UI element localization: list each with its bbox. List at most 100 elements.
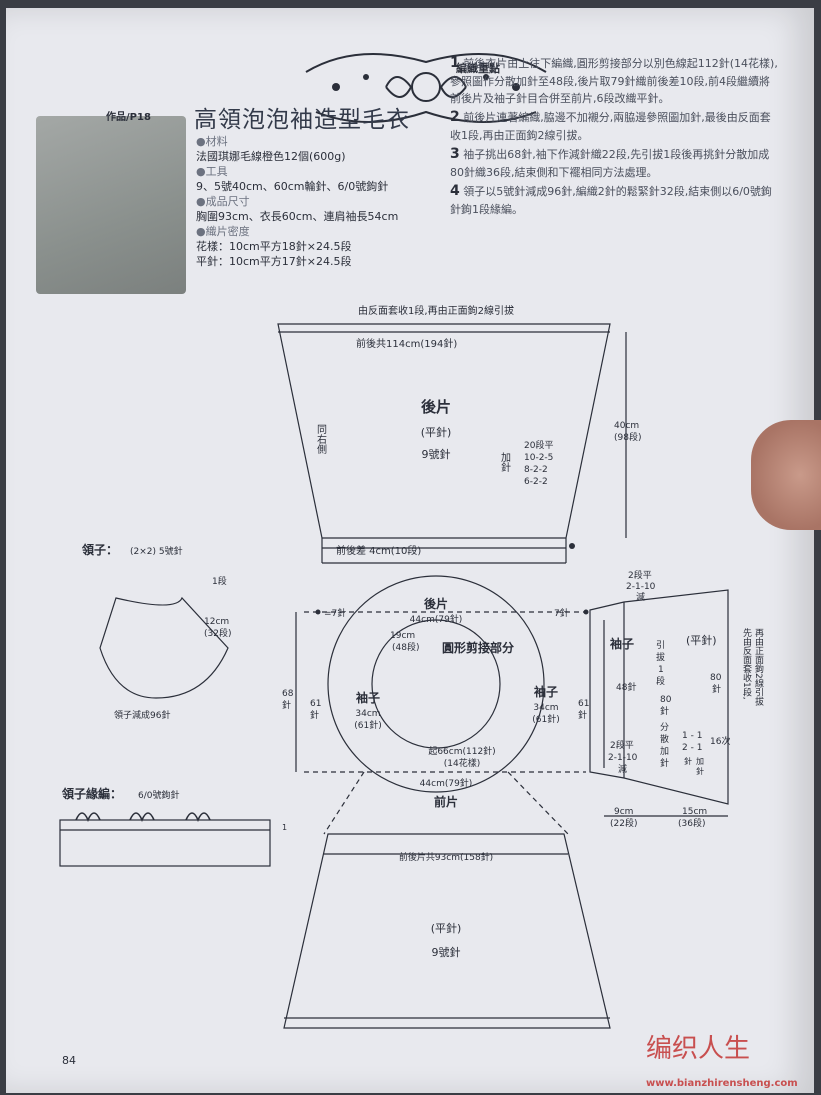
yoke-sleeve-left: 袖子 — [356, 690, 380, 705]
yoke-sleeve-left-size: 34cm — [355, 709, 380, 719]
sleeve-dec: 減 — [618, 763, 627, 775]
step-3: 3 袖子挑出68針,袖下作減針織22段,先引拔1段後再挑針分散加成80針織36段… — [450, 146, 770, 179]
back-increase-row: 10-2-5 — [524, 453, 553, 463]
yoke-left-68: 68 — [282, 689, 294, 699]
sleeve-pickup: 1 — [658, 665, 664, 675]
sleeve-inc-small: 加 — [696, 756, 704, 766]
back-name: 後片 — [420, 398, 451, 416]
sleeve-dec: 2段平 — [610, 739, 634, 751]
sleeve-w2-rows: (36段) — [678, 817, 705, 829]
pattern-diagram: 由反面套收1段,再由正面鉤2線引拔 前後共114cm(194針) 後片 (平針)… — [59, 304, 764, 1029]
collar-title: 領子： — [81, 542, 118, 557]
yoke-right-61-unit: 針 — [578, 709, 587, 721]
collar-spec: (2×2) 5號針 — [130, 545, 183, 557]
yoke-left-68-unit: 針 — [282, 699, 291, 711]
dot-marker — [583, 609, 589, 615]
sleeve-inc: 加 — [660, 746, 669, 757]
materials-value: 法國琪娜毛線橙色12個(600g) — [196, 150, 346, 163]
yoke-back-size: 44cm(79針) — [410, 613, 463, 625]
instructions: 1 前後衣片由上往下編織,圓形剪接部分以別色線起112針(14花樣),參照圖作分… — [450, 54, 780, 219]
step-1: 1 前後衣片由上往下編織,圓形剪接部分以別色線起112針(14花樣),參照圖作分… — [450, 55, 778, 88]
sleeve-name: 袖子 — [610, 636, 634, 651]
sleeve-right-note: 再由正面鉤2線引拔 — [753, 628, 764, 707]
sleeve-pickup: 拔 — [656, 651, 665, 663]
sleeve-48: 48針 — [616, 681, 636, 693]
size-heading: ●成品尺寸 — [196, 195, 250, 208]
back-stitch: (平針) — [421, 425, 452, 439]
yoke-sleeve-right: 袖子 — [534, 684, 558, 699]
sleeve-stitch: (平針) — [686, 633, 717, 647]
yoke-cast-on: 起66cm(112針) — [428, 745, 495, 757]
yoke-front-size: 44cm(79針) — [420, 777, 473, 789]
watermark-logo: 编织人生 — [646, 1034, 751, 1064]
magazine-page: 作品/P18 高領泡泡袖造型毛衣 編織重點 ●材料 法國琪娜毛線橙色12個(60… — [6, 8, 814, 1093]
skirt-needle: 9號針 — [432, 945, 461, 959]
sleeve-dec: 2-1-10 — [608, 753, 638, 763]
sleeve-w2: 15cm — [682, 807, 707, 817]
sleeve-inc-row: 2 - 1 — [682, 743, 702, 753]
sleeve-pickup: 段 — [656, 675, 665, 687]
sleeve-pickup: 引 — [656, 640, 665, 651]
back-top-note: 由反面套收1段,再由正面鉤2線引拔 — [358, 304, 514, 317]
back-increase-label: 加針 — [499, 452, 511, 473]
gauge-plain: 平針：10cm平方17針×24.5段 — [196, 255, 352, 268]
gauge-pattern: 花樣：10cm平方18針×24.5段 — [196, 240, 352, 253]
gauge-heading: ●織片密度 — [196, 225, 250, 238]
back-increase-row: 20段平 — [524, 439, 553, 451]
step-1-cont: 前後片及袖子針目合併至前片,6段改織平針。 — [450, 92, 670, 105]
yoke-back-label: 後片 — [424, 596, 448, 611]
dot-marker — [569, 543, 575, 549]
page-number: 84 — [62, 1054, 76, 1067]
yoke-left-61: 61 — [310, 699, 321, 709]
section-tag: 編織重點 — [456, 62, 500, 75]
sleeve-80b: 80 — [710, 673, 722, 683]
back-increase-row: 8-2-2 — [524, 465, 548, 475]
yoke-front-label: 前片 — [434, 794, 458, 809]
sleeve-right-note: 先由反面套收1段, — [741, 627, 752, 700]
size-value: 胸圍93cm、衣長60cm、連肩袖長54cm — [196, 210, 399, 223]
back-height: 40cm — [614, 421, 639, 431]
yoke-right-61: 61 — [578, 699, 589, 709]
yoke-sleeve-right-st: (61針) — [532, 713, 559, 725]
sleeve-inc: 針 — [660, 757, 669, 769]
sleeve-inc-small: 針 — [696, 766, 704, 776]
sleeve-inc: 分 — [660, 722, 669, 733]
back-height-rows: (98段) — [614, 431, 641, 443]
yoke-left-61-unit: 針 — [310, 709, 319, 721]
sleeve-top-note: 2段平 — [628, 569, 652, 581]
skirt-width: 前後片共93cm(158針) — [399, 851, 493, 863]
step-2: 2 前後片連著編織,脇邊不加襯分,兩脇邊參照圖加針,最後由反面套收1段,再由正面… — [450, 109, 771, 142]
sleeve-w1-rows: (22段) — [610, 817, 637, 829]
photo-tag: 作品/P18 — [106, 112, 151, 123]
ornament-decoration — [305, 53, 547, 123]
yoke-name: 圓形剪接部分 — [442, 640, 514, 655]
back-side-note: 同右側 — [315, 424, 327, 454]
materials-heading: ●材料 — [196, 135, 228, 148]
sleeve-inc-row: 1 - 1 — [682, 731, 702, 741]
sleeve-top-note: 2-1-10 — [626, 582, 656, 592]
dot-marker — [315, 609, 321, 615]
back-width: 前後共114cm(194針) — [356, 337, 457, 350]
skirt-stitch: (平針) — [431, 921, 462, 935]
sleeve-inc-times: 16次 — [710, 735, 730, 747]
sweater-photo — [36, 116, 186, 294]
tools-heading: ●工具 — [196, 165, 228, 178]
page-title: 高領泡泡袖造型毛衣 — [194, 107, 410, 133]
sleeve-top-note: 減 — [636, 591, 645, 603]
collar-height-rows: (32段) — [204, 627, 231, 639]
yoke-left-marker: =7針 — [324, 607, 346, 619]
materials-block: ●材料 法國琪娜毛線橙色12個(600g) ●工具 9、5號40cm、60cm輪… — [196, 134, 398, 269]
yoke-diag: 19cm — [390, 631, 415, 641]
yoke-diag-rows: (48段) — [392, 641, 419, 653]
hand-thumb — [751, 420, 821, 530]
yoke-right-marker: 7針 — [554, 607, 569, 619]
edging-hook: 6/0號鉤針 — [138, 789, 180, 801]
collar-decrease: 領子減成96針 — [114, 709, 170, 721]
collar-edge-rows: 1段 — [212, 575, 227, 587]
sleeve-80: 80 — [660, 695, 672, 705]
watermark-site: www.bianzhirensheng.com — [646, 1078, 798, 1089]
sleeve-w1: 9cm — [614, 807, 633, 817]
sleeve-80: 針 — [660, 705, 669, 717]
sleeve-inc-small: 針 — [684, 756, 692, 766]
edging-row: 1 — [282, 823, 287, 832]
